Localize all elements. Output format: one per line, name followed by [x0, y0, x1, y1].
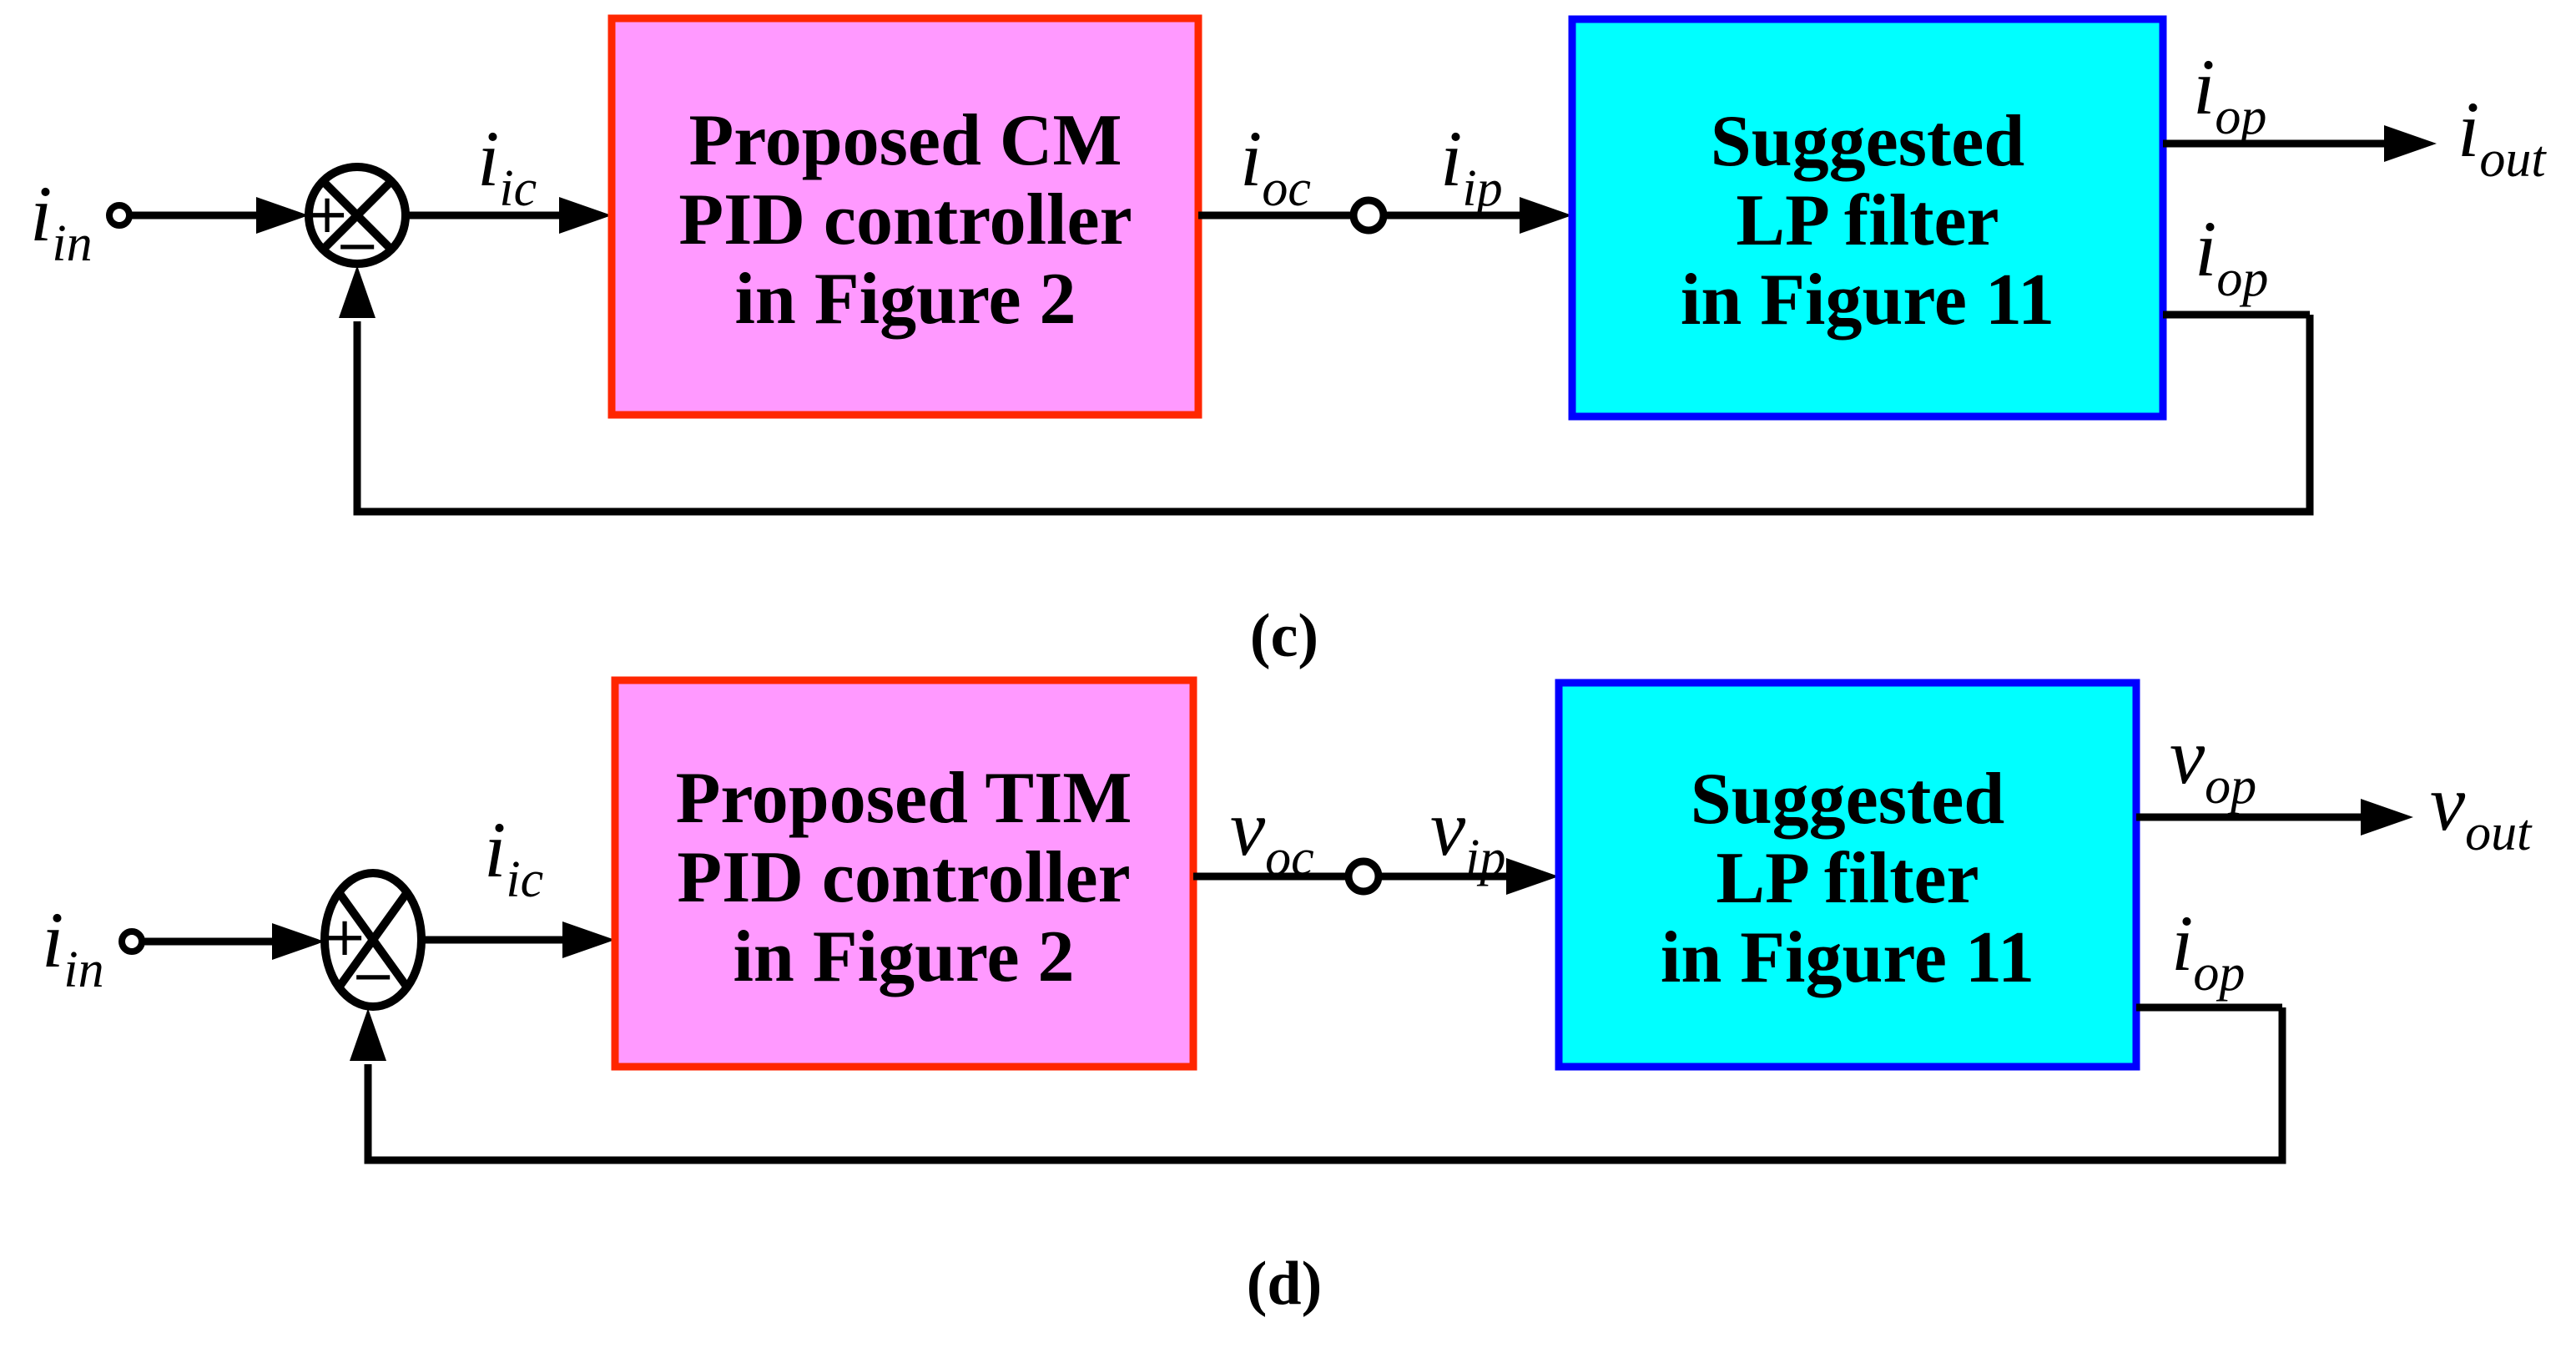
signal-label-error: iic: [484, 805, 543, 908]
signal-label-output: iop: [2193, 43, 2266, 145]
controller-label-line2: PID controller: [677, 837, 1130, 918]
filter-label-line3: in Figure 11: [1681, 260, 2054, 341]
diagram-d: iin + − iic Proposed TIM PID controller …: [42, 676, 2533, 1318]
plus-sign: +: [322, 906, 367, 968]
filter-label-line1: Suggested: [1711, 101, 2025, 182]
mid-node-circle: [1349, 196, 1388, 235]
signal-base: i: [484, 805, 506, 894]
signal-base: i: [30, 169, 52, 258]
minus-sign: −: [350, 946, 396, 1007]
arrowhead-into-filter: [1520, 197, 1572, 234]
signal-base: v: [1430, 784, 1466, 872]
plus-sign: +: [305, 184, 350, 245]
arrowhead-output: [2384, 125, 2437, 162]
signal-subscript: out: [2465, 805, 2533, 861]
signal-subscript: op: [2215, 88, 2266, 145]
signal-label-feedback: iop: [2195, 204, 2268, 307]
controller-block: [611, 676, 1197, 1071]
signal-base: i: [2193, 43, 2215, 131]
input-terminal-circle: [106, 202, 133, 229]
signal-base: i: [2458, 85, 2479, 174]
controller-block: [607, 14, 1202, 419]
arrowhead-feedback-into-junction: [350, 1008, 386, 1061]
filter-block: [1568, 15, 2167, 421]
arrowhead-into-controller: [559, 197, 612, 234]
controller-label-line2: PID controller: [678, 179, 1132, 260]
signal-subscript: ip: [1462, 160, 1502, 217]
signal-label-input: iin: [42, 896, 104, 998]
signal-subscript: op: [2193, 945, 2245, 1002]
arrowhead-into-controller: [562, 921, 615, 958]
input-terminal-circle: [118, 928, 145, 955]
signal-label-output: vop: [2170, 712, 2256, 815]
signal-label-filter-in: vip: [1430, 784, 1505, 886]
signal-subscript: in: [52, 215, 92, 272]
signal-base: i: [1240, 114, 1262, 203]
signal-subscript: out: [2479, 131, 2547, 188]
signal-subscript: op: [2216, 250, 2268, 307]
signal-subscript: ip: [1465, 830, 1505, 886]
signal-base: i: [1440, 114, 1462, 203]
arrowhead-into-filter: [1506, 858, 1559, 895]
signal-label-filter-in: iip: [1440, 114, 1503, 217]
signal-label-error: iic: [477, 114, 537, 217]
signal-label-final-out: iout: [2458, 85, 2547, 188]
controller-label-line3: in Figure 2: [733, 916, 1074, 997]
arrowhead-output: [2361, 799, 2413, 836]
filter-label-line1: Suggested: [1691, 759, 2005, 840]
signal-base: i: [42, 896, 63, 984]
signal-label-controller-out: voc: [1230, 784, 1314, 886]
arrowhead-feedback-into-junction: [339, 265, 376, 318]
diagram-c: iin + − iic Proposed CM PID controller i…: [30, 14, 2547, 670]
junction-diagonal: [320, 178, 395, 253]
filter-label-line2: LP filter: [1716, 838, 1979, 919]
feedback-loop-wire: [353, 315, 2314, 516]
signal-base: v: [2430, 759, 2466, 847]
diagram-caption-c: (c): [1250, 602, 1318, 670]
mid-node-circle: [1344, 857, 1383, 896]
signal-base: i: [477, 114, 499, 203]
signal-base: i: [2195, 204, 2216, 293]
signal-subscript: ic: [499, 160, 537, 217]
filter-label-line2: LP filter: [1736, 180, 1999, 261]
controller-label-line3: in Figure 2: [734, 259, 1076, 340]
signal-base: v: [2170, 712, 2205, 800]
signal-label-controller-out: ioc: [1240, 114, 1311, 217]
signal-subscript: oc: [1262, 160, 1311, 217]
controller-label-line1: Proposed CM: [688, 100, 1122, 181]
signal-label-input: iin: [30, 169, 93, 272]
signal-subscript: op: [2205, 758, 2256, 815]
filter-label-line3: in Figure 11: [1661, 917, 2034, 998]
signal-subscript: ic: [506, 851, 543, 908]
signal-base: i: [2171, 899, 2193, 987]
signal-subscript: in: [63, 942, 103, 998]
signal-subscript: oc: [1265, 830, 1314, 886]
signal-label-final-out: vout: [2430, 759, 2533, 861]
junction-diagonal: [335, 890, 411, 990]
diagram-caption-d: (d): [1247, 1250, 1322, 1318]
arrowhead-into-junction: [272, 923, 325, 960]
signal-base: v: [1230, 784, 1266, 872]
signal-label-feedback: iop: [2171, 899, 2245, 1002]
filter-block: [1555, 679, 2140, 1071]
controller-label-line1: Proposed TIM: [676, 758, 1132, 839]
feedback-loop-wire: [364, 1007, 2286, 1164]
arrowhead-into-junction: [256, 197, 309, 234]
